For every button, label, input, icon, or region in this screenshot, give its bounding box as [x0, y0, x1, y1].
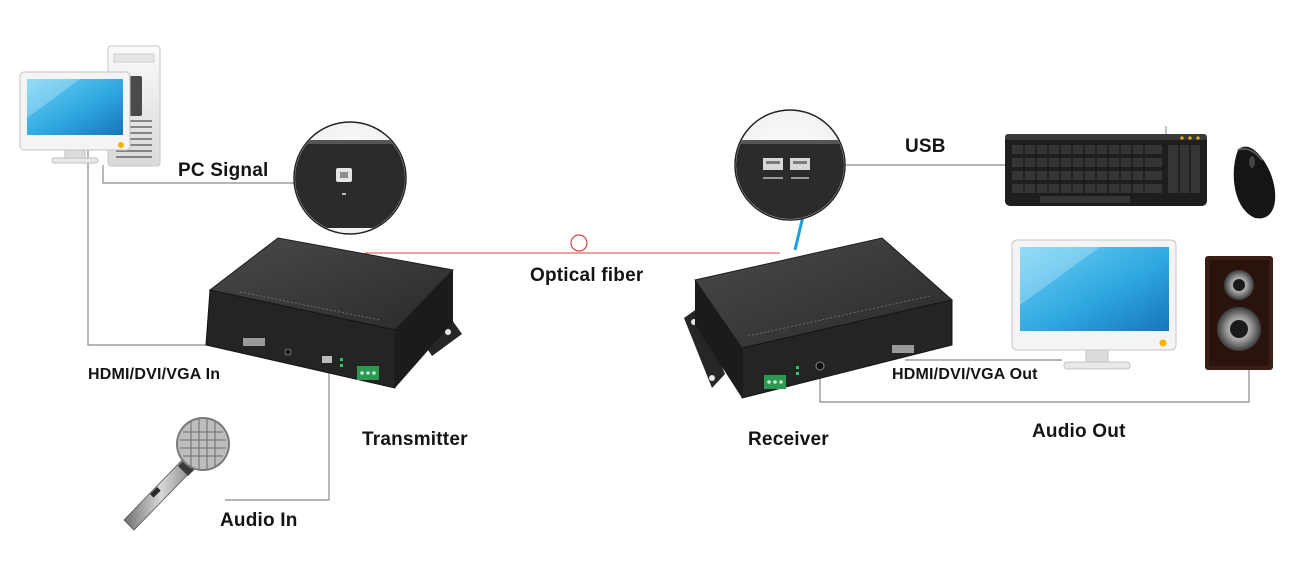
pc-signal-line	[102, 165, 295, 184]
usb-label: USB	[905, 136, 946, 157]
receiver-device-icon	[684, 237, 954, 399]
speaker-icon	[1205, 256, 1273, 370]
keyboard-icon	[1005, 126, 1207, 206]
audio-in-label: Audio In	[220, 510, 298, 531]
hdmi-in-label: HDMI/DVI/VGA In	[88, 366, 221, 383]
usb-ports-zoom-icon	[734, 109, 846, 221]
optical-fiber-label: Optical fiber	[530, 265, 644, 286]
transmitter-label: Transmitter	[362, 429, 468, 450]
monitor-icon	[1011, 239, 1177, 370]
receiver-label: Receiver	[748, 429, 829, 450]
transmitter-device-icon	[205, 237, 462, 389]
hdmi-in-line	[87, 150, 250, 346]
audio-in-line	[225, 372, 330, 501]
microphone-icon	[123, 417, 230, 531]
usb-b-port-zoom-icon	[293, 121, 407, 235]
pc-signal-label: PC Signal	[178, 160, 269, 181]
connector-lines	[87, 150, 1250, 501]
hdmi-out-label: HDMI/DVI/VGA Out	[892, 366, 1038, 383]
mouse-icon	[1233, 146, 1276, 219]
pc-icon	[19, 45, 161, 167]
audio-out-line	[819, 370, 1250, 403]
optical-fiber	[365, 234, 780, 254]
audio-out-label: Audio Out	[1032, 421, 1126, 442]
